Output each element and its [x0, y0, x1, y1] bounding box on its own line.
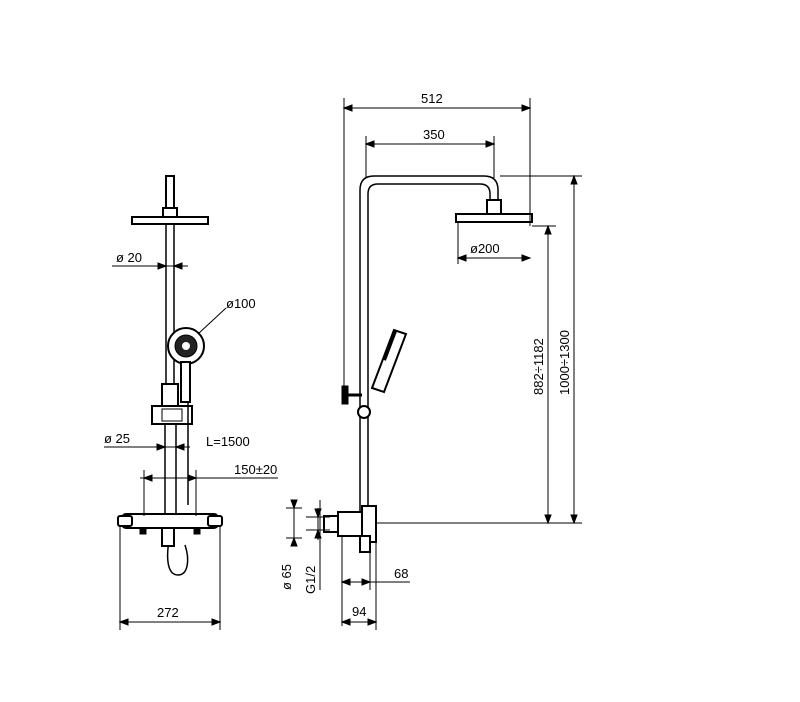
label-hand-shower-diameter: ø100 — [226, 296, 256, 311]
hand-shower-side — [370, 328, 408, 394]
mixer-inlet-right — [193, 527, 201, 535]
label-height-inner: 882÷1182 — [531, 338, 546, 395]
arrow — [156, 443, 167, 451]
arrow — [340, 578, 351, 586]
label-wall-diameter: ø 65 — [279, 564, 294, 590]
holder-knob — [341, 385, 349, 405]
arrow — [314, 508, 322, 519]
slider-ring — [357, 405, 371, 419]
mixer-body — [121, 513, 219, 529]
arrow — [290, 499, 298, 510]
arrow — [172, 262, 183, 270]
overhead-connector — [162, 207, 178, 218]
mixer-left-knob — [117, 515, 133, 527]
label-head-diameter: ø200 — [470, 241, 500, 256]
mixer-outlet — [161, 527, 175, 547]
arrow — [367, 618, 378, 626]
label-bar-diameter: ø 25 — [104, 431, 130, 446]
front-view: ø 20 ø100 ø 25 L=1500 150±20 272 — [104, 175, 278, 630]
valve-outlet-side — [359, 535, 371, 553]
leader-hand-shower — [197, 307, 227, 335]
arrow — [521, 104, 532, 112]
top-pipe-stub — [165, 175, 175, 211]
overhead-shower-plate-side — [455, 213, 533, 223]
diverter-block-inner — [161, 408, 183, 422]
arrow — [456, 254, 467, 262]
arrow — [544, 514, 552, 525]
arrow — [314, 528, 322, 539]
arrow — [570, 514, 578, 525]
label-base-width: 272 — [157, 605, 179, 620]
label-hose-length: L=1500 — [206, 434, 250, 449]
hose-loop — [166, 534, 189, 576]
overhead-shower-plate — [131, 216, 209, 225]
riser-arm-inner — [367, 183, 491, 514]
arrow — [361, 578, 372, 586]
hand-shower-face-side — [382, 330, 397, 361]
arrow — [142, 474, 153, 482]
arrow — [342, 104, 353, 112]
label-pipe-diameter: ø 20 — [116, 250, 142, 265]
arrow — [521, 254, 532, 262]
arrow — [340, 618, 351, 626]
label-height-outer: 1000÷1300 — [557, 330, 572, 395]
label-total-width: 512 — [421, 91, 443, 106]
label-arm-length: 350 — [423, 127, 445, 142]
label-thread: G1/2 — [303, 566, 318, 594]
label-depth-total: 94 — [352, 604, 366, 619]
side-view: 512 350 ø200 882÷1182 1000÷1300 ø 65 — [279, 91, 582, 630]
hand-shower-grip — [180, 361, 191, 403]
wall-fitting — [323, 515, 339, 533]
overhead-connector-side — [486, 199, 502, 215]
mixer-right-knob — [207, 515, 223, 527]
arrow — [364, 140, 375, 148]
label-depth-small: 68 — [394, 566, 408, 581]
riser-arm-outer — [359, 175, 499, 514]
arrow — [211, 618, 222, 626]
arrow — [570, 174, 578, 185]
arrow — [290, 536, 298, 547]
mixer-inlet-left — [139, 527, 147, 535]
arrow — [174, 443, 185, 451]
arrow — [187, 474, 198, 482]
arrow — [485, 140, 496, 148]
arrow — [544, 224, 552, 235]
label-inlet-spacing: 150±20 — [234, 462, 277, 477]
hand-shower-center — [182, 342, 190, 350]
arrow — [118, 618, 129, 626]
arrow — [157, 262, 168, 270]
